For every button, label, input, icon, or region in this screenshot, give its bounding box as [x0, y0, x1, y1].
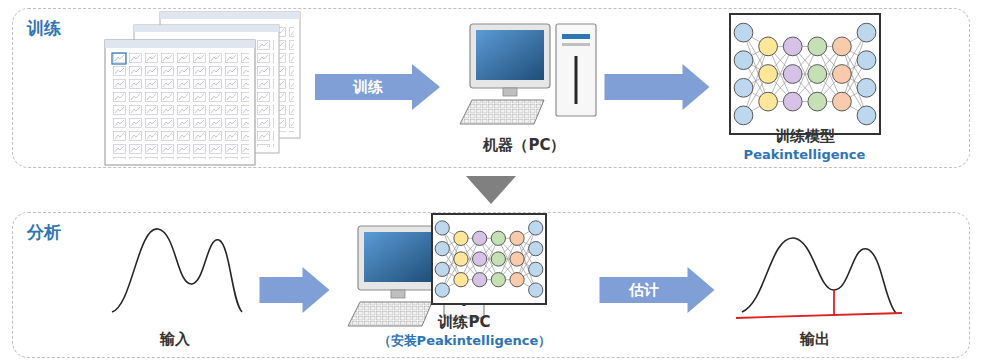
- node-caption: 机器（PC）: [483, 136, 565, 155]
- network-neuron: [857, 51, 876, 70]
- block-arrow: [315, 64, 440, 110]
- network-neuron: [783, 65, 802, 84]
- network-neuron: [734, 51, 753, 70]
- arrow-label: 训练: [353, 78, 383, 97]
- output-curve: [742, 238, 896, 313]
- network-neuron: [833, 92, 852, 111]
- network-neuron: [759, 92, 778, 111]
- network-neuron: [808, 92, 827, 111]
- network-neuron: [473, 273, 487, 287]
- input-curve: [112, 229, 242, 312]
- network-neuron: [491, 273, 505, 287]
- block-arrow: [605, 64, 710, 110]
- icon-node: 训练模型Peakintelligence: [720, 10, 890, 166]
- network-neuron: [491, 252, 505, 266]
- network-neuron: [529, 221, 543, 235]
- network-neuron: [734, 23, 753, 42]
- baseline: [736, 313, 902, 318]
- node-caption: 训练模型: [775, 127, 835, 146]
- neural-network: [432, 214, 546, 304]
- section-panel: 训练机器（PC） 训练模型Peakintelligence: [12, 8, 970, 168]
- node-caption: 输入: [160, 330, 190, 349]
- network-neuron: [833, 65, 852, 84]
- icon-node: 输入: [100, 220, 250, 352]
- icon-node: 训练PC（安装Peakintelligence）: [340, 206, 590, 352]
- network-neuron: [435, 262, 449, 276]
- network-neuron: [454, 273, 468, 287]
- network-frame: [432, 214, 546, 304]
- network-frame: [730, 14, 880, 134]
- network-neuron: [510, 231, 524, 245]
- node-subcaption: （安装Peakintelligence）: [378, 332, 552, 349]
- node-subcaption: Peakintelligence: [744, 146, 866, 163]
- network-neuron: [510, 273, 524, 287]
- network-neuron: [759, 65, 778, 84]
- network-neuron: [734, 78, 753, 97]
- network-neuron: [783, 92, 802, 111]
- network-neuron: [857, 23, 876, 42]
- neural-network: [730, 14, 880, 134]
- network-neuron: [454, 252, 468, 266]
- network-neuron: [734, 106, 753, 125]
- network-neuron: [857, 106, 876, 125]
- network-neuron: [473, 252, 487, 266]
- network-neuron: [510, 252, 524, 266]
- down-triangle: [466, 176, 516, 204]
- block-arrow: [260, 267, 330, 313]
- panel-title: 分析: [27, 221, 61, 244]
- network-neuron: [759, 37, 778, 56]
- node-caption: 输出: [800, 330, 830, 349]
- network-neuron: [783, 37, 802, 56]
- panel-title: 训练: [27, 17, 61, 40]
- network-neuron: [454, 231, 468, 245]
- network-neuron: [808, 65, 827, 84]
- node-caption: 训练PC: [438, 313, 490, 332]
- data-sheets: [105, 12, 300, 165]
- block-arrow: [600, 267, 715, 313]
- pc-icon: [460, 24, 596, 124]
- pc-icon: [348, 226, 484, 326]
- network-neuron: [435, 242, 449, 256]
- network-neuron: [808, 37, 827, 56]
- network-neuron: [473, 231, 487, 245]
- icon-node: 输出: [725, 220, 905, 352]
- network-neuron: [435, 221, 449, 235]
- network-neuron: [529, 262, 543, 276]
- section-panel: 分析输入 训练PC（安装Peakintelligence） 输出: [12, 212, 970, 358]
- icon-node: 机器（PC）: [455, 18, 595, 158]
- network-neuron: [529, 283, 543, 297]
- network-neuron: [435, 283, 449, 297]
- network-neuron: [833, 37, 852, 56]
- edge-label: 估计: [629, 281, 659, 300]
- network-neuron: [529, 242, 543, 256]
- peak-split-line: [833, 290, 835, 316]
- network-neuron: [857, 78, 876, 97]
- network-neuron: [491, 231, 505, 245]
